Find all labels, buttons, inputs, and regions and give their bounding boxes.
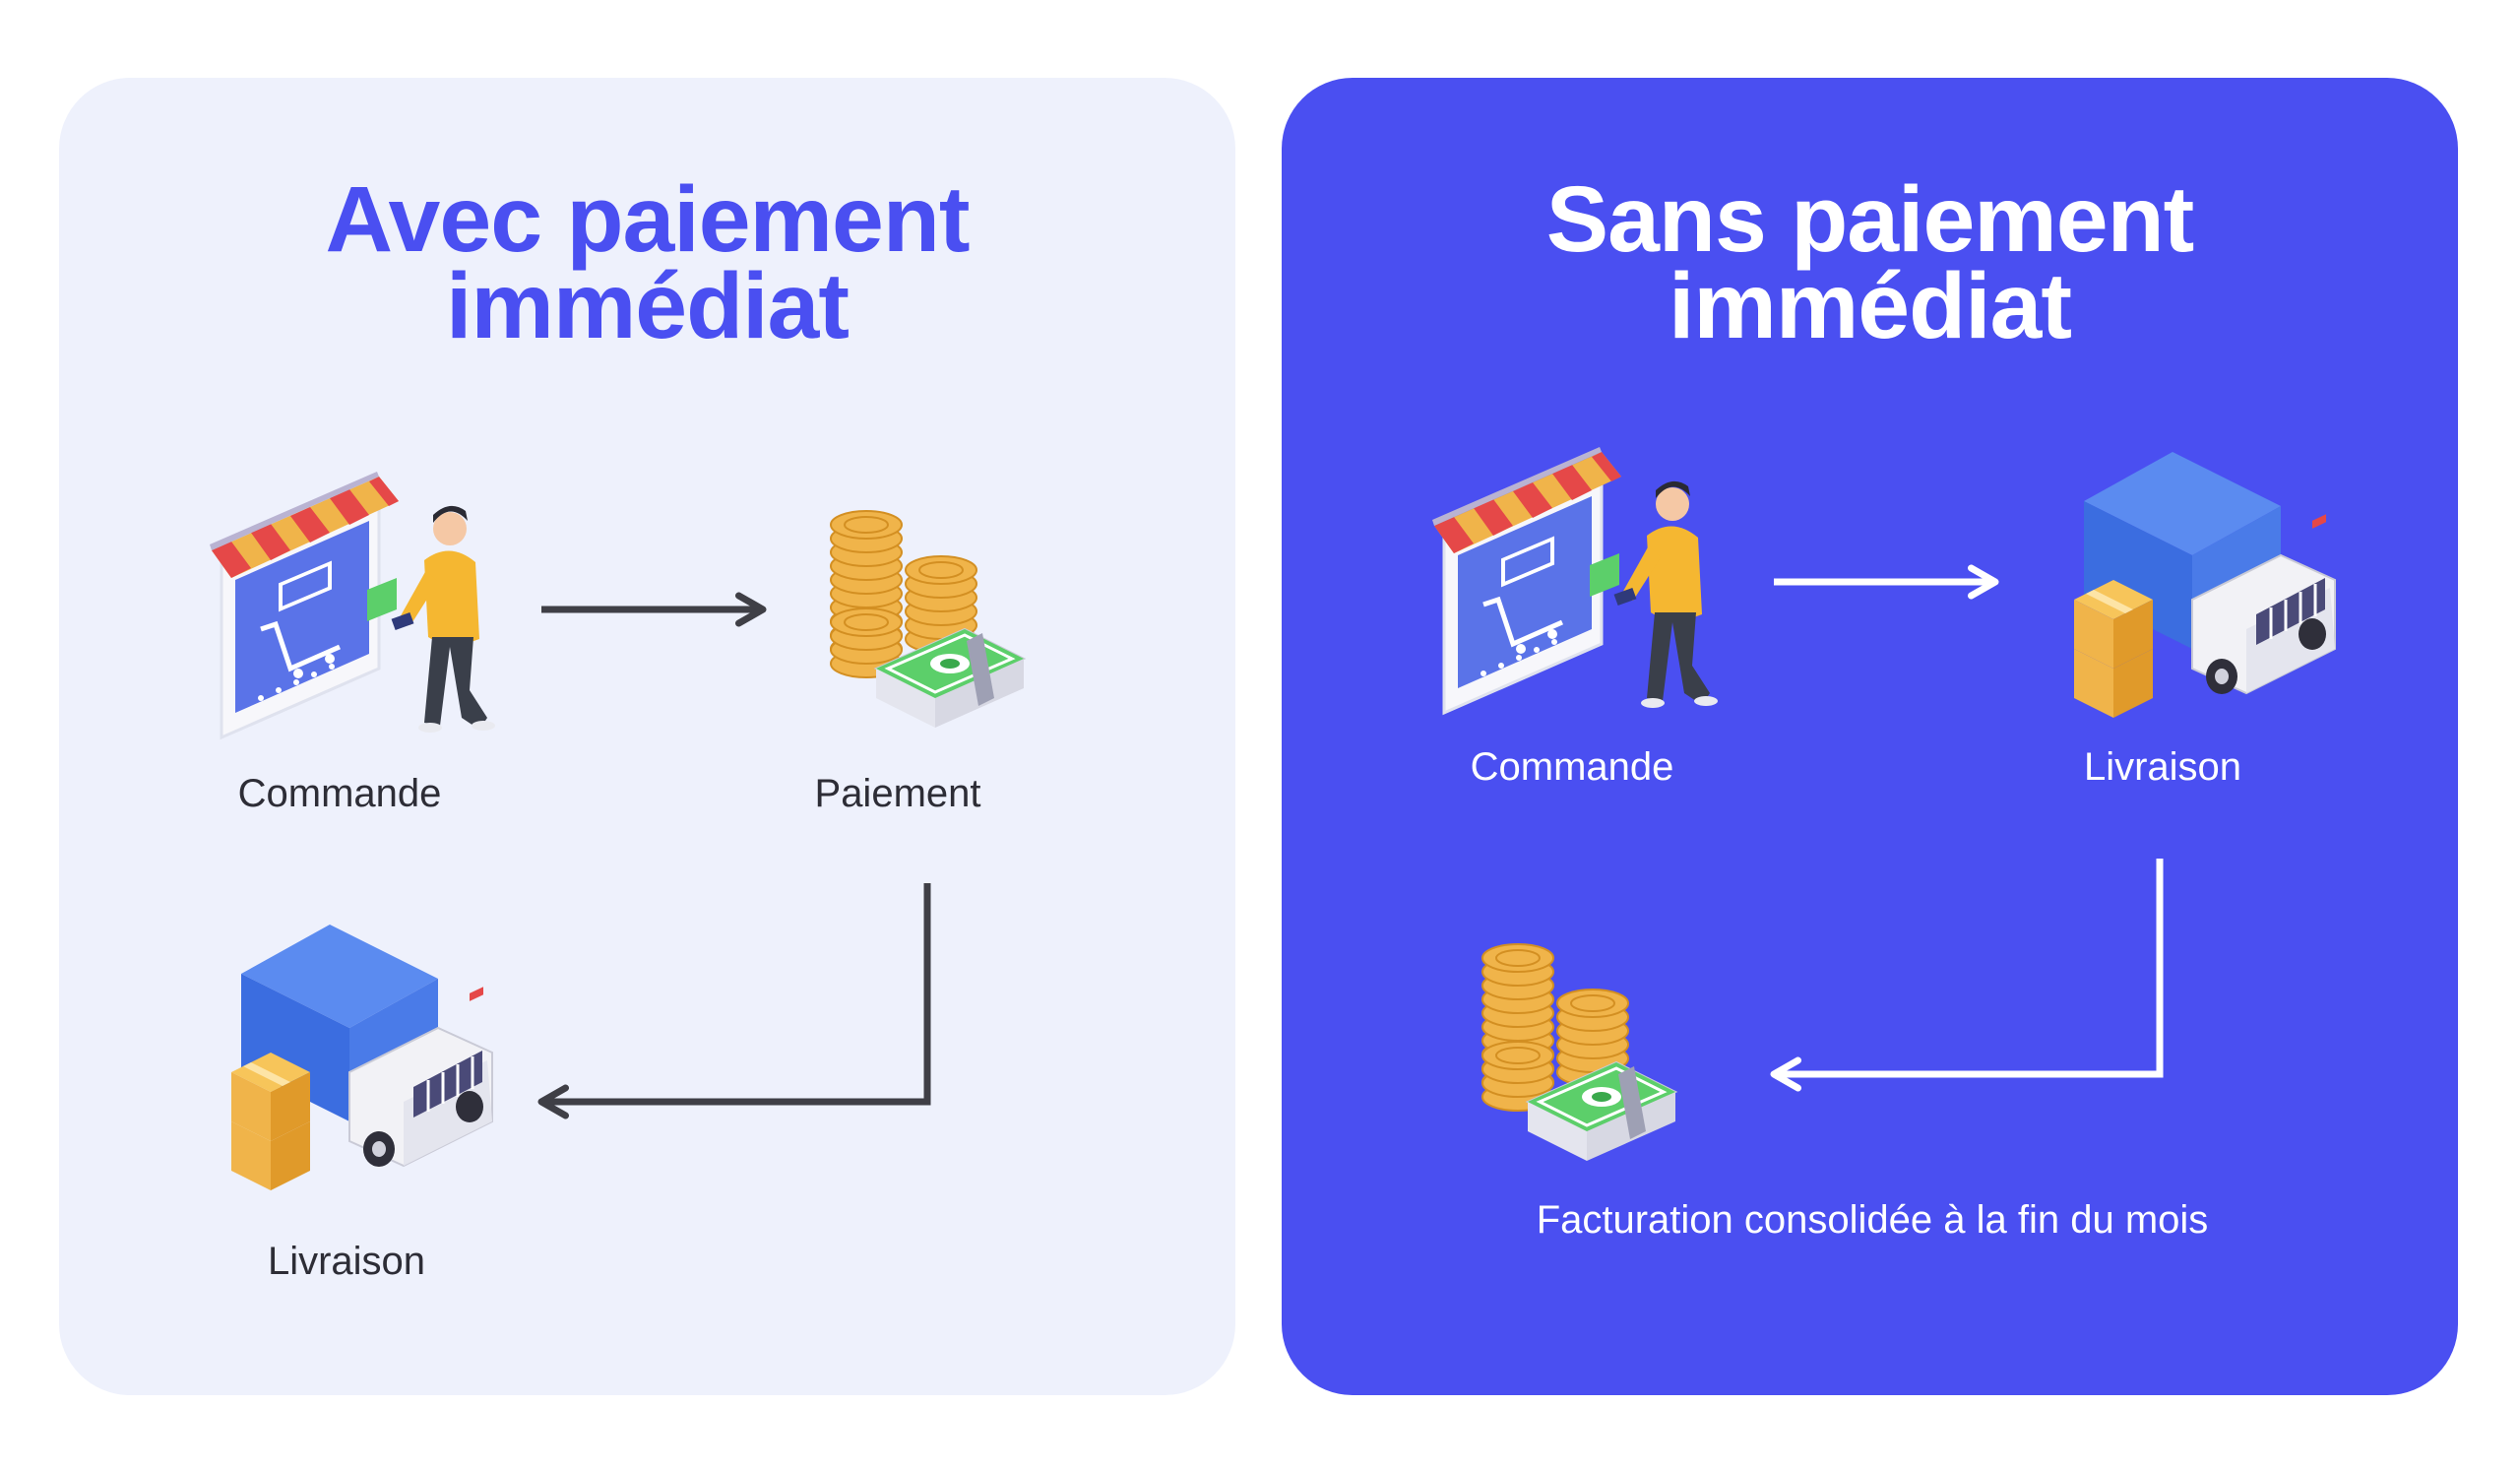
panel-without-immediate-payment: Sans paiement immédiat Commande Livraiso…: [1282, 78, 2458, 1395]
storefront-shopper-icon: [207, 472, 502, 767]
step-label-order: Commande: [237, 772, 442, 815]
panel-with-immediate-payment: Avec paiement immédiat Commande Paiement…: [59, 78, 1235, 1395]
arrow-payment-to-delivery: [537, 883, 931, 1119]
title-line-1: Avec paiement: [325, 167, 970, 272]
arrow-delivery-to-billing: [1770, 859, 2164, 1092]
coins-cash-icon: [827, 501, 1043, 757]
step-label-delivery: Livraison: [2083, 745, 2242, 789]
step-label-delivery: Livraison: [267, 1240, 426, 1283]
storefront-shopper-icon: [1429, 447, 1725, 742]
step-label-payment: Paiement: [814, 772, 981, 815]
delivery-truck-icon: [226, 923, 502, 1200]
step-label-order: Commande: [1470, 745, 1674, 789]
step-label-billing: Facturation consolidée à la fin du mois: [1536, 1198, 2209, 1242]
title-line-1: Sans paiement: [1545, 167, 2195, 272]
panel-title: Sans paiement immédiat: [1282, 167, 2458, 358]
delivery-truck-icon: [2069, 450, 2345, 728]
coins-cash-icon: [1479, 934, 1695, 1190]
title-line-2: immédiat: [445, 254, 850, 358]
title-line-2: immédiat: [1668, 254, 2072, 358]
panel-title: Avec paiement immédiat: [59, 167, 1235, 358]
